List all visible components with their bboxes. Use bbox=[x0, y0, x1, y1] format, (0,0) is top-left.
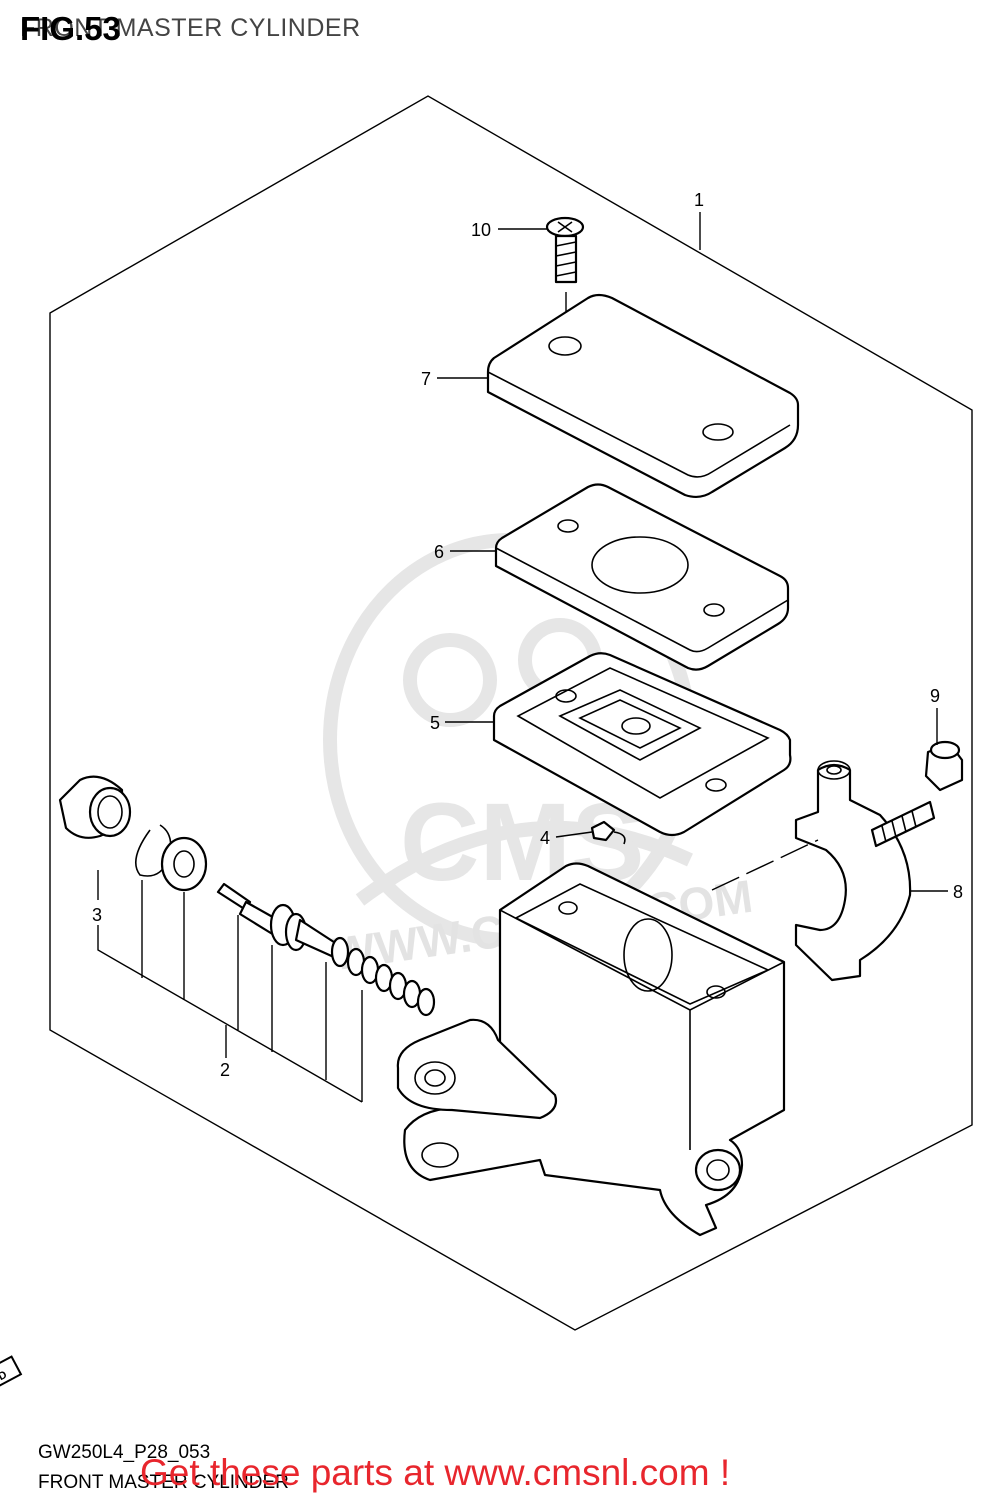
callout-4: 4 bbox=[540, 828, 550, 848]
callout-8: 8 bbox=[953, 882, 963, 902]
part-9-bolt bbox=[870, 740, 964, 848]
callout-10: 10 bbox=[471, 220, 491, 240]
callout-9: 9 bbox=[930, 686, 940, 706]
part-2-piston-assembly bbox=[216, 882, 436, 1017]
callout-2: 2 bbox=[220, 1060, 230, 1080]
leader-lines bbox=[97, 212, 948, 1103]
part-10-screw bbox=[545, 216, 585, 284]
promo-link-text[interactable]: Get these parts at www.cmsnl.com ! bbox=[140, 1452, 731, 1493]
fwd-label: FWD bbox=[0, 1369, 9, 1391]
callout-7: 7 bbox=[421, 369, 431, 389]
callout-3: 3 bbox=[92, 905, 102, 925]
fwd-direction-arrow: FWD bbox=[0, 1355, 23, 1404]
callout-5: 5 bbox=[430, 713, 440, 733]
assembly-outline bbox=[49, 95, 973, 1331]
part-6-diaphragm-plate bbox=[494, 483, 790, 671]
diagram-title-bottom: FRONT MASTER CYLINDER bbox=[38, 1472, 289, 1493]
callout-6: 6 bbox=[434, 542, 444, 562]
callout-1: 1 bbox=[694, 190, 704, 210]
part-4-clip bbox=[590, 820, 626, 845]
part-8-clamp bbox=[794, 760, 912, 982]
part-5-gasket bbox=[492, 652, 792, 837]
figure-number: FIG.53 bbox=[20, 10, 121, 47]
part-3-boot-set bbox=[58, 775, 208, 892]
diagram-code: GW250L4_P28_053 bbox=[38, 1442, 211, 1463]
part-1-cylinder-body bbox=[396, 862, 786, 1237]
part-7-cap bbox=[486, 293, 800, 499]
diagram-subtitle: FRONT MASTER CYLINDER bbox=[20, 14, 361, 42]
